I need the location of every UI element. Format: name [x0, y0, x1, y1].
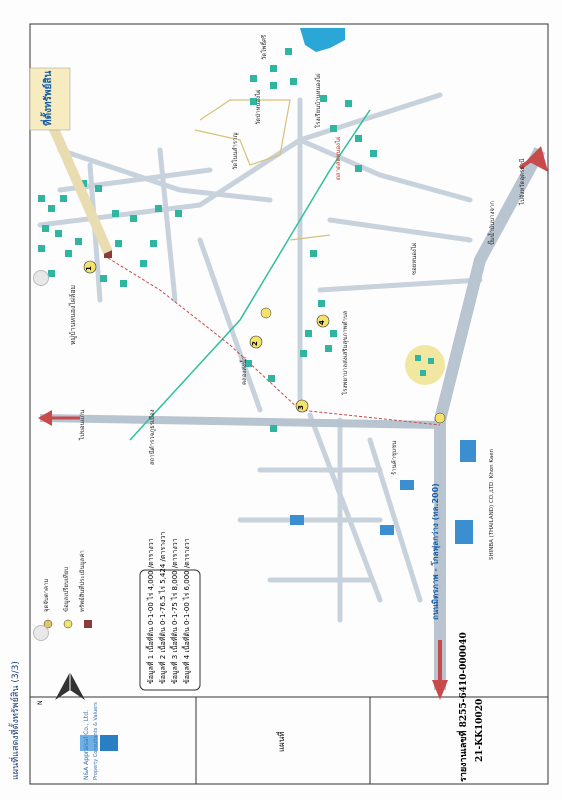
arrow-north-east [518, 146, 549, 172]
report-number: รายงานเลขที่ 8255-6410-000040 [459, 632, 469, 782]
legend-label-1: จุดจับตาคาม [43, 578, 50, 612]
page-frame [29, 23, 549, 785]
temple-label: วัดโนนสำราญ [232, 132, 239, 170]
comparable-2: ข้อมูลที่ 2 เนื้อที่ดิน 0-1-76.5 ไร่ 5,4… [159, 531, 167, 684]
temple-label: วัดโพธิ์ศรี [261, 34, 268, 60]
marker-1: 1 [85, 266, 93, 271]
company-name: N&A Appraisal Co., Ltd. [83, 710, 90, 780]
company-tagline: Property Consultants & Valuers [93, 702, 99, 780]
canal-line [129, 109, 371, 441]
main-road-label: ถนนมิตรภาพ - โกลฟุลกว่าง (ทล.200) [431, 483, 440, 620]
boundary-line [194, 99, 291, 166]
comparables-box [139, 569, 201, 691]
legend-icon-3 [84, 620, 92, 628]
marker-2: 2 [251, 341, 259, 346]
comparable-markers [83, 260, 446, 424]
market-label: ตลาดสดหนองไผ่ [335, 136, 342, 180]
police-label: สถานีตำรวจภูธรเมือง [149, 409, 156, 465]
park-area [405, 345, 445, 385]
building-icons [290, 440, 476, 544]
house-cluster [38, 48, 377, 432]
main-highway [434, 147, 546, 690]
company-logo-icon [80, 735, 118, 751]
comparable-3: ข้อมูลที่ 3 เนื้อที่ดิน 0-1-75 ไร่ 8,000… [171, 538, 179, 684]
binder-hole [33, 625, 49, 641]
secondary-highway [39, 414, 441, 429]
temple-label: วัดป่าหนองไผ่ [255, 89, 262, 125]
comparable-4: ข้อมูลที่ 4 เนื้อที่ดิน 0-1-00 ไร่ 6,000… [183, 538, 191, 684]
water-body [300, 28, 345, 52]
route-to-subject [107, 257, 441, 426]
subject-marker [104, 250, 112, 258]
arrow-south [432, 680, 448, 700]
marker-3: 3 [297, 405, 305, 410]
soi-label: ซอยหนองไผ่ [411, 242, 418, 275]
legend-icon-2 [63, 619, 73, 629]
page-title: แผนที่แสดงที่ตั้งทรัพย์สิน (3/3) [11, 661, 21, 780]
north-label: N [37, 700, 44, 706]
hospital-label: โรงพยาบาลส่งเสริมสุขภาพตำบล [342, 310, 349, 395]
marker-4: 4 [318, 320, 326, 325]
school-label: โรงเรียนบ้านหนองไผ่ [315, 73, 322, 128]
legend-label-3: ทรัพย์สินที่ประเมินมูลค่า [79, 550, 86, 612]
shop-label: ร้านค้าชุมชน [391, 440, 398, 475]
subject-callout-label: ที่ตั้งทรัพย์สิน [43, 70, 54, 126]
factory-label: SHINBA (THAILAND) CO.,LTD. Khon Kaen [489, 448, 495, 560]
comparable-1: ข้อมูลที่ 1 เนื้อที่ดิน 0-1-00 ไร่ 4,000… [147, 538, 155, 684]
subject-callout-leader [45, 117, 113, 255]
village-label: หมู่บ้านหนองไผ่ล้อม [69, 284, 77, 345]
arrow-west [38, 410, 52, 426]
subject-callout-box [29, 67, 71, 131]
gas-station-label: ปั๊มน้ำมันบางจาก [489, 201, 496, 245]
direction-west-label: ไปขอนแก่น [79, 409, 86, 440]
legend-label-2: ข้อมูลเปรียบเทียบ [63, 566, 70, 612]
direction-north-label: ไปจังหวัดอุดรธานี [519, 158, 526, 205]
canal-label: คลองส่งน้ำ [241, 356, 248, 385]
report-code: 21-KK10020 [475, 698, 485, 762]
binder-hole [33, 270, 49, 286]
section-label: แผนที่ [277, 731, 286, 752]
